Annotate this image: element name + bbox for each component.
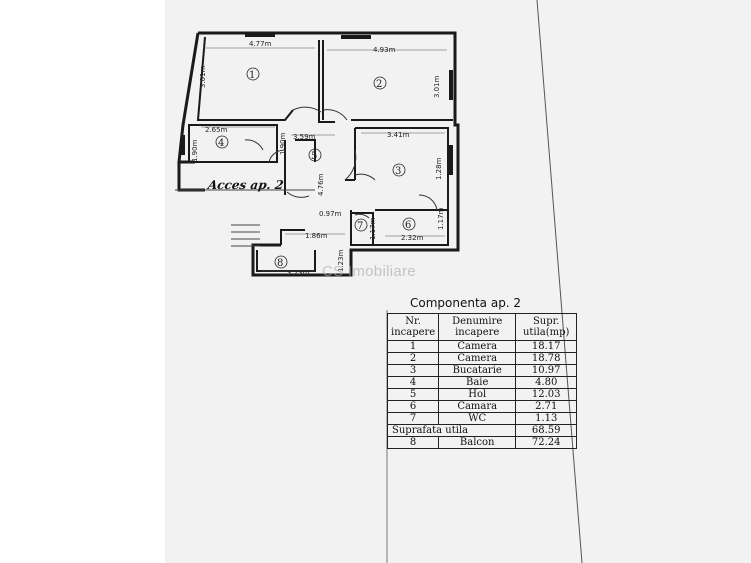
total-value: 68.59 <box>515 424 578 437</box>
dimension-label: 4.77m <box>249 40 272 48</box>
cell-name: Hol <box>438 388 517 401</box>
watermark: CS Imobiliare <box>322 263 416 280</box>
dimension-label: 1.17m <box>369 217 377 240</box>
room-number: 4 <box>218 138 224 149</box>
cell-nr: 1 <box>386 340 440 353</box>
dimension-label: 3.59m <box>293 133 316 141</box>
door-swings <box>244 106 438 219</box>
cell-nr: 2 <box>386 352 440 365</box>
table-row: 4 Baie 4.80 <box>386 376 578 389</box>
cell-area: 4.80 <box>515 376 578 389</box>
room-number: 3 <box>395 166 401 177</box>
cell-name: Bucatarie <box>438 364 517 377</box>
stair-hatching <box>175 189 315 247</box>
cell-area: 18.17 <box>515 340 578 353</box>
cell-area: 12.03 <box>515 388 578 401</box>
composition-title: Componenta ap. 2 <box>410 296 522 310</box>
cell-nr: 8 <box>386 436 440 449</box>
cell-nr: 7 <box>386 412 440 425</box>
dimension-label: 2.65m <box>205 126 228 134</box>
dimension-label: 1.90m <box>191 139 199 162</box>
cell-area: 10.97 <box>515 364 578 377</box>
dimension-label: 1.86m <box>305 232 328 240</box>
dimension-label: 4.93m <box>373 46 396 54</box>
cell-area: 18.78 <box>515 352 578 365</box>
cell-name: Camera <box>438 352 517 365</box>
header-nr: Nr.incapere <box>386 313 440 341</box>
dimension-lines <box>201 47 447 272</box>
dimension-label: 3.23m <box>287 269 310 277</box>
dimension-label: 3.41m <box>387 131 410 139</box>
header-area: Supr.utila(mp) <box>515 313 578 341</box>
page-edge-line <box>536 0 583 563</box>
dimension-label: 3.01m <box>433 75 441 98</box>
cell-nr: 4 <box>386 376 440 389</box>
floor-plan-sheet: 4.77m 4.93m 3.01m 3.01m 2.65m 1.90m 1.90… <box>165 0 751 563</box>
dimension-label: 1.28m <box>435 157 443 180</box>
cell-name: WC <box>438 412 517 425</box>
cell-name: Camara <box>438 400 517 413</box>
room-number: 8 <box>277 258 283 269</box>
floor-plan-drawing: 4.77m 4.93m 3.01m 3.01m 2.65m 1.90m 1.90… <box>175 0 583 563</box>
cell-nr: 3 <box>386 364 440 377</box>
cell-area: 1.13 <box>515 412 578 425</box>
room-markers <box>215 67 416 269</box>
dimension-label: 4.76m <box>317 173 325 196</box>
dimension-label: 3.01m <box>199 65 207 88</box>
cell-nr: 5 <box>386 388 440 401</box>
table-row: 2 Camera 18.78 <box>386 352 578 365</box>
dimension-label: 0.97m <box>319 210 342 218</box>
total-row: Suprafata utila 68.59 <box>386 424 578 437</box>
room-number: 6 <box>405 220 411 231</box>
table-row: 1 Camera 18.17 <box>386 340 578 353</box>
room-number: 1 <box>249 70 255 81</box>
cell-name: Baie <box>438 376 517 389</box>
windows <box>181 33 453 175</box>
cell-area: 72.24 <box>515 436 578 449</box>
table-row: 7 WC 1.13 <box>386 412 578 425</box>
balcony-row: 8 Balcon 72.24 <box>386 436 578 449</box>
inner-walls <box>188 36 453 272</box>
total-label: Suprafata utila <box>386 424 517 437</box>
room-number: 2 <box>376 79 382 90</box>
room-number: 7 <box>357 221 363 232</box>
dimension-label: 2.32m <box>401 234 424 242</box>
table-row: 6 Camara 2.71 <box>386 400 578 413</box>
room-number: 5 <box>311 151 317 162</box>
table-row: 3 Bucatarie 10.97 <box>386 364 578 377</box>
cell-nr: 6 <box>386 400 440 413</box>
cell-name: Balcon <box>438 436 517 449</box>
access-label: Acces ap. 2 <box>207 178 285 192</box>
table-row: 5 Hol 12.03 <box>386 388 578 401</box>
dimension-label: 1.23m <box>337 249 345 272</box>
dimension-label: 1.17m <box>437 207 445 230</box>
cell-area: 2.71 <box>515 400 578 413</box>
dimension-label: 1.90m <box>279 132 287 155</box>
cell-name: Camera <box>438 340 517 353</box>
